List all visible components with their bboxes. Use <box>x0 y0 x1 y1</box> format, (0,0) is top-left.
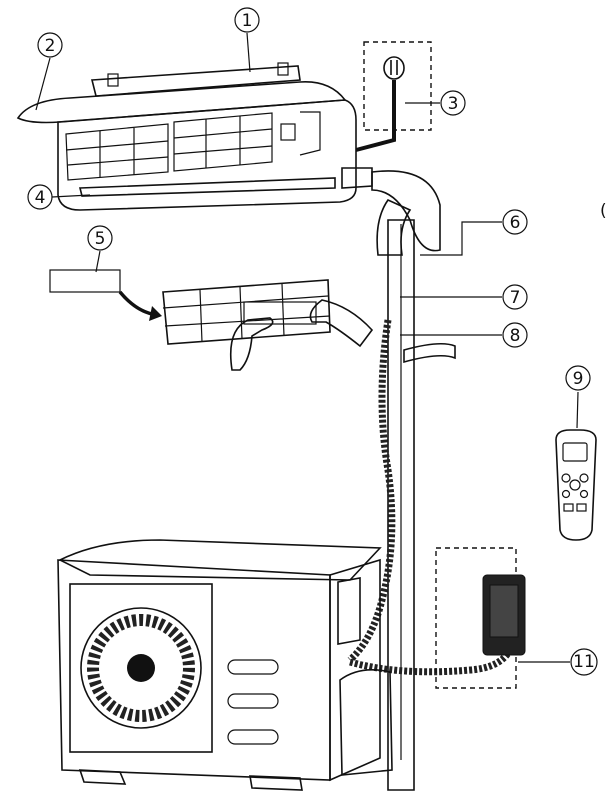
callout-4-label: 4 <box>35 188 46 208</box>
filter-replacement <box>50 270 372 370</box>
callout-9-label: 9 <box>573 369 584 389</box>
filter-panel <box>163 280 330 344</box>
mounting-plate <box>92 66 300 96</box>
callout-11-label: 11 <box>573 652 595 672</box>
callout-3: 3 <box>405 91 465 115</box>
power-cord <box>356 42 431 150</box>
front-panel <box>18 82 345 123</box>
arrow-curve <box>120 292 152 314</box>
plug-head <box>384 57 404 79</box>
filter-grill-left <box>66 124 168 180</box>
callout-1-label: 1 <box>242 11 253 31</box>
plug-cable <box>356 80 394 150</box>
outdoor-unit-drawing <box>58 540 392 790</box>
air-outlet-louver-shape <box>80 178 335 196</box>
callout-partial: ( <box>600 201 606 221</box>
callout-8: 8 <box>400 323 527 347</box>
callout-partial-label: ( <box>600 201 606 221</box>
pipe-bracket <box>404 344 455 362</box>
callout-8-label: 8 <box>510 326 521 346</box>
plate-clip-left <box>108 74 118 86</box>
coiled-hose <box>350 320 392 660</box>
display-panel <box>281 124 295 140</box>
callout-6: 6 <box>420 210 527 255</box>
callout-5-label: 5 <box>95 229 106 249</box>
filter-grill-right <box>174 113 272 171</box>
callout-2-label: 2 <box>45 36 56 56</box>
callout-3-label: 3 <box>448 94 459 114</box>
indoor-unit-drawing <box>18 63 372 210</box>
hand-right <box>310 300 372 346</box>
spare-filter <box>50 270 120 292</box>
callout-7-label: 7 <box>510 288 521 308</box>
remote-control-drawing <box>556 430 596 540</box>
callout-6-label: 6 <box>510 213 521 233</box>
hand-left <box>231 318 273 370</box>
piping-assembly <box>350 171 510 790</box>
callout-5: 5 <box>88 226 112 272</box>
callout-9: 9 <box>566 366 590 428</box>
plate-clip-right <box>278 63 288 75</box>
callout-7: 7 <box>400 285 527 309</box>
callout-11: 11 <box>518 649 597 675</box>
indoor-body <box>58 100 356 210</box>
plug-dashed-box <box>364 42 431 130</box>
callout-1: 1 <box>235 8 259 72</box>
